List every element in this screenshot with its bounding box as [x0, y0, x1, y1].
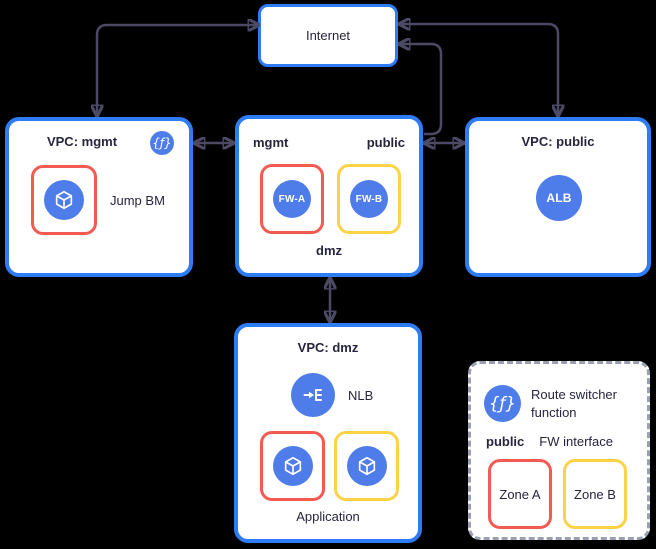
fw-interface-label: FW interface: [539, 434, 613, 449]
arrow-internet-vpc-public: [400, 24, 558, 115]
load-balancer-icon: [303, 389, 322, 401]
dmz-subnet-label: dmz: [316, 243, 342, 258]
fw-hub-box: mgmt public FW-A FW-B dmz: [235, 115, 423, 277]
compute-instance-node: [346, 446, 387, 486]
fw-b-label: FW-B: [355, 193, 383, 205]
legend-zone-b-box: Zone B: [563, 459, 627, 529]
public-subnet-label: public: [366, 135, 405, 150]
zone-b-app-box: [334, 431, 399, 501]
cube-icon: [358, 456, 375, 476]
fw-b-node: FW-B: [350, 180, 388, 218]
mgmt-subnet-label: mgmt: [253, 135, 289, 150]
nlb-label: NLB: [348, 388, 374, 403]
internet-label: Internet: [305, 28, 351, 43]
zone-a-jump-box: [31, 165, 97, 235]
zone-a-app-box: [260, 431, 325, 501]
alb-node: ALB: [536, 175, 582, 221]
vpc-mgmt-box: VPC: mgmt {ƒ} Jump BM: [5, 117, 193, 277]
zone-b-label: Zone B: [574, 486, 616, 502]
vpc-public-title: VPC: public: [521, 134, 595, 149]
legend-box: {ƒ} Route switcher function public FW int…: [468, 361, 650, 540]
internet-node: Internet: [258, 4, 398, 67]
compute-instance-node: [272, 446, 313, 486]
zone-b-fw-box: FW-B: [337, 164, 401, 234]
cube-icon: [284, 456, 301, 476]
compute-instance-node: [44, 180, 84, 220]
zone-a-label: Zone A: [499, 486, 541, 502]
route-switcher-label: Route switcher function: [531, 387, 617, 420]
legend-zone-a-box: Zone A: [488, 459, 552, 529]
cube-icon: [55, 190, 73, 210]
vpc-public-box: VPC: public ALB: [465, 117, 651, 277]
application-label: Application: [296, 509, 360, 524]
function-glyph: {ƒ}: [488, 393, 517, 414]
fw-a-label: FW-A: [278, 193, 306, 205]
nlb-node: [291, 373, 335, 417]
function-glyph: {ƒ}: [152, 136, 172, 150]
jump-bm-label: Jump BM: [110, 193, 165, 208]
fw-interface-prefix: public: [486, 434, 525, 449]
vpc-dmz-title: VPC: dmz: [297, 340, 359, 355]
zone-a-fw-box: FW-A: [260, 164, 324, 234]
fw-a-node: FW-A: [273, 180, 311, 218]
vpc-mgmt-title: VPC: mgmt: [46, 134, 118, 149]
function-badge-icon: {ƒ}: [150, 131, 174, 155]
function-badge-icon: {ƒ}: [484, 385, 521, 422]
vpc-dmz-box: VPC: dmz NLB Application: [234, 323, 422, 543]
alb-label: ALB: [546, 191, 572, 205]
fw-interface-row: public FW interface: [486, 434, 613, 449]
arrow-internet-vpc-mgmt: [97, 25, 258, 115]
